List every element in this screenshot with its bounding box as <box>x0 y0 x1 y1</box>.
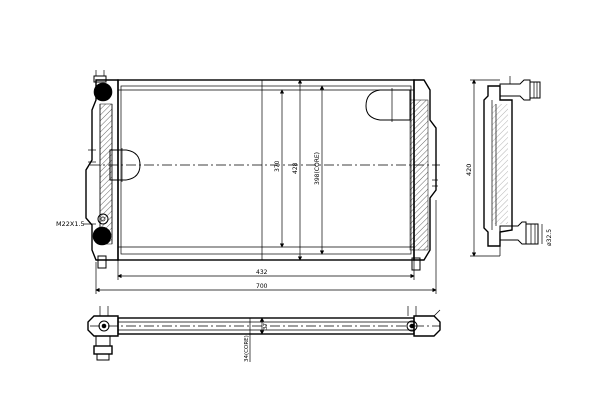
right-outlet-pipe <box>365 88 411 122</box>
dim-core-height: 370 <box>274 160 281 172</box>
left-tank <box>85 79 119 261</box>
dim-core-width: 432 <box>256 269 268 276</box>
bottom-view: 37 34(CORE) <box>87 306 441 362</box>
right-bottom-bracket <box>411 257 421 271</box>
dim-core-label: 398(CORE) <box>314 152 321 185</box>
thread-callout: M22X1.5 <box>56 220 96 228</box>
dim-small: 37 <box>263 323 269 330</box>
dim-side-height: 420 <box>465 164 473 176</box>
bottom-right-end <box>406 306 441 337</box>
dim-inner-height: 428 <box>292 162 299 174</box>
front-view: 370 428 398(CORE) 432 700 M22X1.5 <box>56 70 440 294</box>
side-view: 420 ø32.5 <box>465 76 553 257</box>
top-left-filler-cap <box>93 70 113 102</box>
dim-core-thickness: 34(CORE) <box>244 335 250 362</box>
dim-pipe-diameter: ø32.5 <box>546 229 553 246</box>
right-tank <box>409 79 438 261</box>
bottom-dimensions: 37 34(CORE) <box>244 317 269 362</box>
side-pipe-diameter: ø32.5 <box>541 224 553 246</box>
thread-label: M22X1.5 <box>56 220 85 228</box>
bottom-left-outlet <box>92 226 112 269</box>
side-top-pipe <box>499 76 541 101</box>
dim-overall-width: 700 <box>256 283 268 290</box>
side-height-dimension: 420 <box>465 79 500 257</box>
radiator-core <box>90 79 440 261</box>
drain-plug <box>97 213 109 225</box>
horizontal-dimensions: 432 700 <box>95 200 437 294</box>
bottom-left-end <box>87 306 119 361</box>
side-bottom-pipe <box>499 221 539 256</box>
core-vertical-dimensions: 370 428 398(CORE) <box>261 79 325 261</box>
